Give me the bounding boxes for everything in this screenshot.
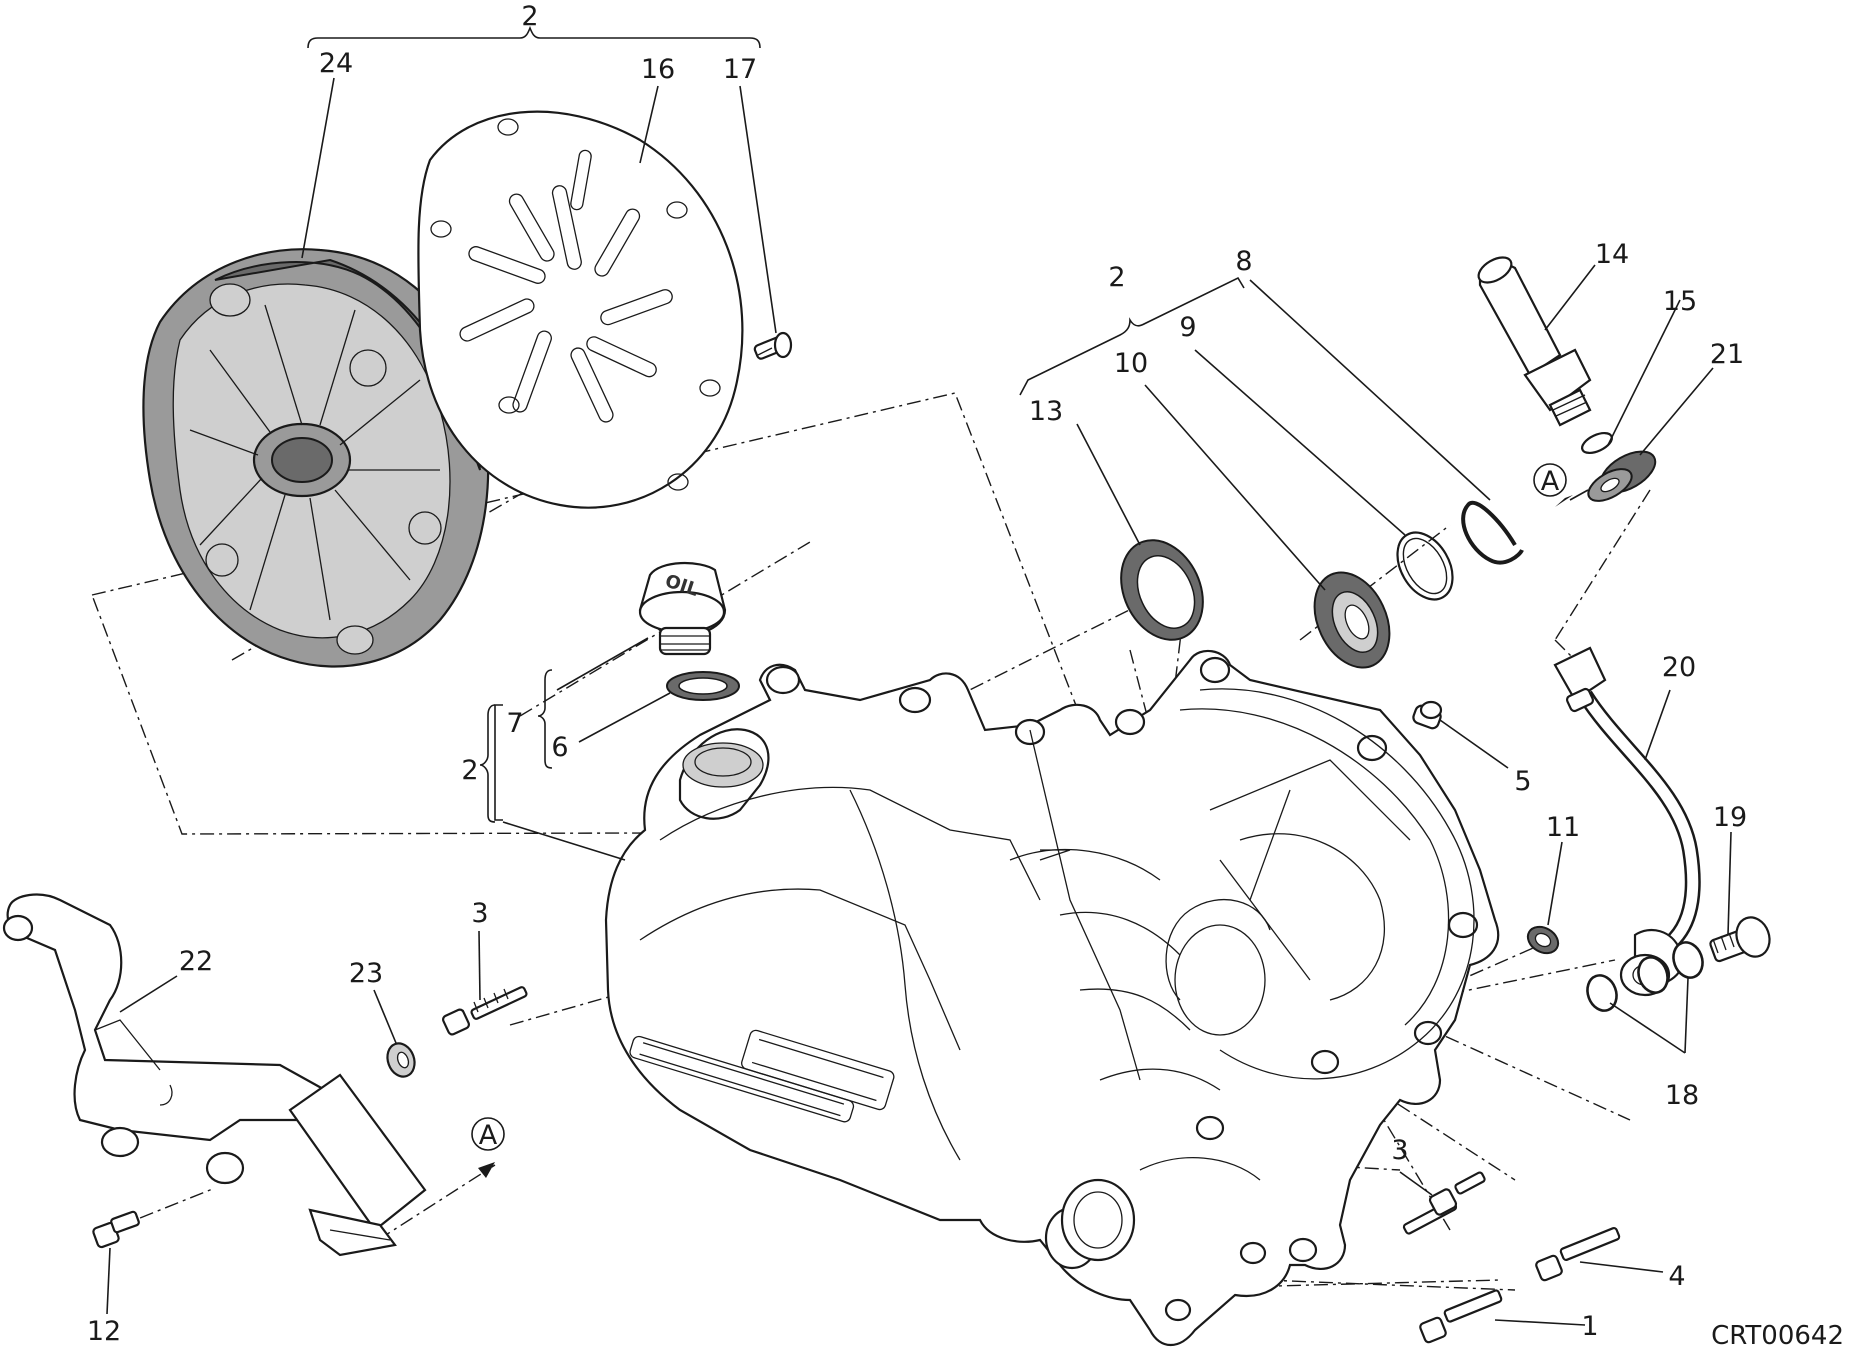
brand-lettering xyxy=(629,1029,895,1123)
label-13: 13 xyxy=(1029,396,1063,427)
ref-a-bottom-label: A xyxy=(479,1120,498,1151)
label-2-top: 2 xyxy=(521,1,538,32)
drawing-code: CRT00642 xyxy=(1711,1321,1844,1351)
label-20: 20 xyxy=(1662,652,1696,683)
arrow-head-a-bottom xyxy=(478,1162,495,1178)
part-4-bolt xyxy=(1535,1227,1621,1282)
ref-a-top: A xyxy=(1533,463,1567,497)
group-brackets xyxy=(307,25,1245,823)
clutch-cover-housing xyxy=(604,649,1500,1346)
part-labels: 2 24 16 17 2 8 9 10 13 14 15 21 20 5 11 … xyxy=(87,1,1747,1347)
part-16-outer-cover xyxy=(417,110,744,509)
part-12-bolt xyxy=(92,1210,140,1249)
label-11: 11 xyxy=(1546,812,1580,843)
part-10-seal xyxy=(1313,571,1391,669)
part-7-oil-cap: OIL xyxy=(638,561,727,656)
part-19-banjo-bolt xyxy=(1709,916,1771,963)
label-18: 18 xyxy=(1665,1080,1699,1111)
label-14: 14 xyxy=(1595,239,1629,270)
part-11-washer xyxy=(1526,925,1560,955)
label-9: 9 xyxy=(1179,312,1196,343)
part-5-dowel xyxy=(1412,700,1443,730)
label-1: 1 xyxy=(1581,1311,1598,1342)
label-4: 4 xyxy=(1668,1261,1685,1292)
label-23: 23 xyxy=(349,958,383,989)
part-13-seal xyxy=(1120,539,1204,641)
label-19: 19 xyxy=(1713,802,1747,833)
label-21: 21 xyxy=(1710,339,1744,370)
part-3-bolt-right xyxy=(1402,1171,1486,1235)
label-10: 10 xyxy=(1114,348,1148,379)
label-12: 12 xyxy=(87,1316,121,1347)
leader-lines xyxy=(106,77,1732,1326)
label-3-left: 3 xyxy=(471,898,488,929)
part-9-shim-ring xyxy=(1396,531,1454,601)
label-7: 7 xyxy=(506,708,523,739)
part-14-pressure-sensor xyxy=(1477,256,1592,427)
label-17: 17 xyxy=(723,54,757,85)
part-20-oil-hose xyxy=(1553,646,1701,997)
label-24: 24 xyxy=(319,48,353,79)
label-5: 5 xyxy=(1514,766,1531,797)
part-6-o-ring xyxy=(666,671,740,701)
part-23-washer xyxy=(386,1042,416,1078)
arrow-head-a-top xyxy=(1555,495,1573,507)
part-17-screw xyxy=(753,331,793,360)
label-8: 8 xyxy=(1235,246,1252,277)
label-22: 22 xyxy=(179,946,213,977)
part-24-inner-cover xyxy=(142,248,490,668)
label-2-mid: 2 xyxy=(1108,262,1125,293)
ref-a-top-label: A xyxy=(1541,466,1560,497)
part-1-bolt xyxy=(1419,1289,1503,1344)
part-18-washers xyxy=(1586,941,1704,1012)
part-21-grommet xyxy=(1587,450,1657,502)
part-22-bracket xyxy=(2,893,427,1257)
label-6: 6 xyxy=(551,732,568,763)
label-3-right: 3 xyxy=(1391,1135,1408,1166)
ref-a-bottom: A xyxy=(471,1117,505,1151)
label-15: 15 xyxy=(1663,286,1697,317)
label-16: 16 xyxy=(641,54,675,85)
part-8-circlip xyxy=(1461,500,1524,565)
label-2-left: 2 xyxy=(461,755,478,786)
part-3-bolt-left xyxy=(442,986,528,1036)
